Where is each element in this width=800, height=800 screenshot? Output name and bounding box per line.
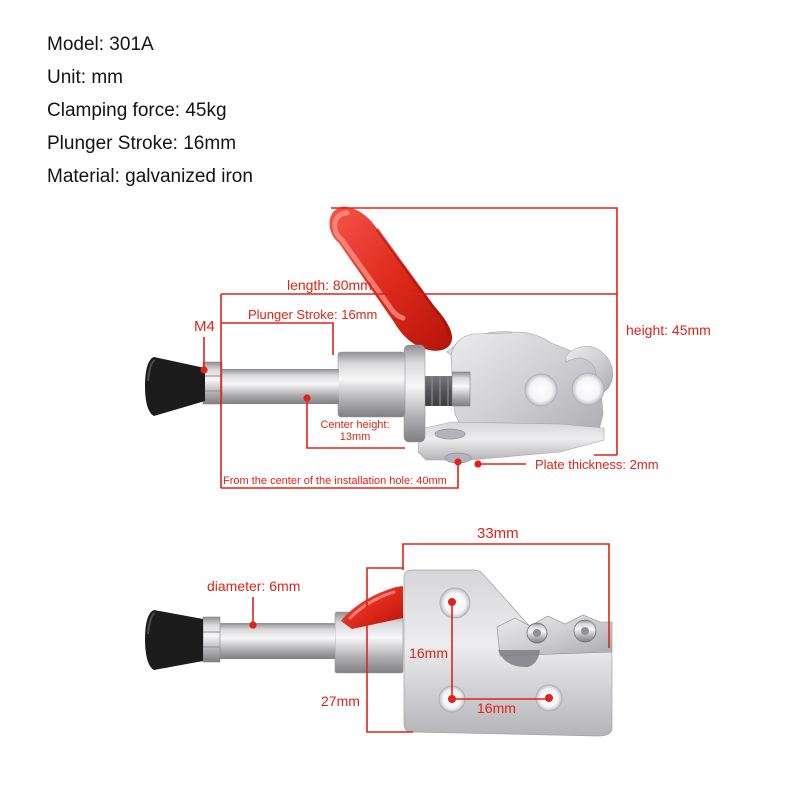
thread-size-label: M4 — [194, 318, 215, 335]
handle-highlight — [332, 210, 406, 321]
plunger-stroke-dimension-line — [221, 322, 334, 355]
hex-nut-facets — [203, 375, 222, 392]
installation-hole-label: From the center of the installation hole… — [223, 475, 447, 487]
plunger-rod — [222, 369, 339, 404]
hole-bottom-right-dot — [545, 694, 553, 702]
bracket-hole-left — [524, 373, 558, 407]
base-plate — [417, 421, 605, 461]
info-clamping-force: Clamping force: 45kg — [47, 100, 227, 121]
bracket-curl-shadow — [498, 650, 540, 668]
handle-end-highlight — [348, 590, 396, 620]
rubber-tip — [145, 357, 205, 416]
depth-27-dimension-line — [366, 567, 413, 733]
plunger-rod-bottom — [220, 623, 335, 659]
rod-diameter-label: diameter: 6mm — [207, 578, 301, 594]
cylinder-body — [337, 351, 406, 418]
hole-spacing-vertical-label: 16mm — [409, 645, 448, 661]
rubber-tip-bottom-highlight — [147, 612, 156, 635]
side-view-illustration — [145, 206, 614, 464]
pivot-bolt — [451, 371, 471, 407]
handle-end — [341, 586, 403, 629]
m4-dot — [200, 366, 208, 374]
product-info-block: Model: 301A Unit: mm Clamping force: 45k… — [47, 28, 253, 193]
plate-thickness-dot — [474, 460, 482, 468]
base-slot — [434, 428, 466, 440]
info-model: Model: 301A — [47, 34, 154, 55]
side-view-dimension-lines — [200, 207, 618, 489]
bottom-view-illustration — [145, 569, 613, 737]
center-height-label-line1: Center height: — [320, 419, 390, 431]
spring-threads — [431, 376, 457, 406]
info-plunger-stroke: Plunger Stroke: 16mm — [47, 133, 237, 154]
bracket-hole-right — [571, 372, 605, 406]
plunger-stroke-label: Plunger Stroke: 16mm — [248, 307, 378, 322]
base-depth-label: 27mm — [321, 693, 360, 709]
rubber-tip-highlight — [147, 359, 156, 382]
flange — [403, 344, 426, 443]
bottom-view-dimension-lines — [249, 543, 610, 733]
width-33-dimension-line — [402, 543, 610, 648]
rubber-tip-bottom — [145, 610, 203, 670]
hole-top-dot — [448, 598, 456, 606]
diameter-dot — [249, 621, 257, 629]
center-height-label-line2: 13mm — [339, 431, 371, 443]
hex-nut-bottom-facets — [203, 631, 220, 648]
linkage-bolt-left-center — [533, 629, 541, 637]
installation-hole-dot — [454, 458, 462, 466]
installation-hole-dimension-line — [221, 462, 459, 489]
linkage-bolt-right-center — [581, 627, 589, 635]
length-label: length: 80mm — [287, 277, 372, 293]
hex-nut-bottom — [202, 616, 221, 663]
info-material: Material: galvanized iron — [47, 166, 253, 187]
handle — [329, 206, 453, 351]
base-width-label: 33mm — [477, 525, 519, 542]
length-dimension-line — [220, 293, 617, 488]
height-label: height: 45mm — [626, 322, 711, 338]
info-unit: Unit: mm — [47, 67, 123, 88]
hole-bottom-left-dot — [448, 695, 456, 703]
hole-spacing-horizontal-label: 16mm — [477, 700, 516, 716]
height-dimension-line — [331, 207, 618, 456]
plate-thickness-label: Plate thickness: 2mm — [535, 457, 659, 472]
center-height-label: Center height: 13mm — [303, 419, 407, 443]
handle-shade — [375, 228, 451, 337]
center-height-leader-line — [306, 398, 405, 449]
center-height-dot — [303, 394, 311, 402]
